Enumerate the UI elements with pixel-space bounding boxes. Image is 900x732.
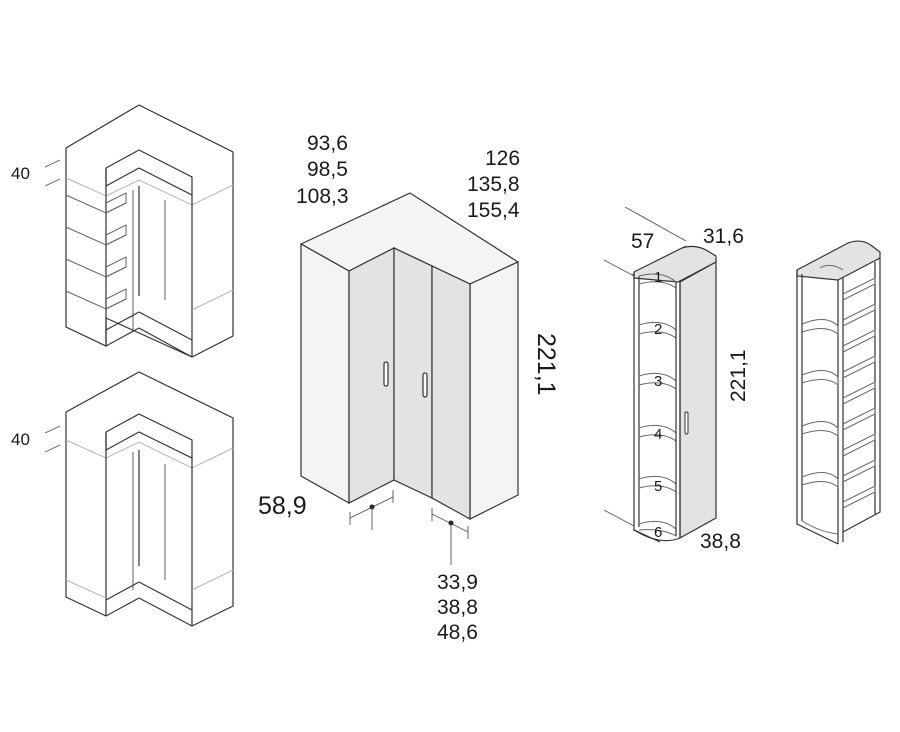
- end-unit-door: [679, 260, 717, 540]
- end-unit-numbered: [603, 206, 717, 543]
- shelf-number-5: 5: [654, 478, 662, 495]
- end-unit-width-top: 31,6: [703, 225, 744, 248]
- wardrobe-door-width-3: 48,6: [437, 621, 478, 644]
- shelf-number-1: 1: [654, 269, 662, 286]
- wardrobe-right-width-2: 135,8: [467, 173, 520, 196]
- end-unit-double-open: [796, 240, 881, 545]
- bottom-unit-depth-label: 40: [11, 430, 30, 449]
- wardrobe-right-width-3: 155,4: [467, 199, 520, 222]
- end-unit-depth: 57: [631, 230, 654, 253]
- wardrobe-left-width-1: 93,6: [307, 132, 348, 155]
- door-handle-left: [383, 361, 389, 387]
- shelf-number-2: 2: [654, 321, 662, 338]
- shelf-number-6: 6: [654, 524, 662, 541]
- wardrobe-door-right: [431, 265, 471, 521]
- wardrobe-height: 221,1: [532, 333, 560, 396]
- shelf-number-4: 4: [654, 426, 662, 443]
- end-unit-height: 221,1: [727, 349, 750, 402]
- wardrobe-right-width-1: 126: [485, 147, 520, 170]
- wardrobe-depth: 58,9: [258, 492, 307, 520]
- wardrobe-left-width-3: 108,3: [296, 185, 349, 208]
- open-corner-unit-top: [44, 104, 234, 358]
- door-handle-right: [422, 372, 428, 398]
- wardrobe-left-width-2: 98,5: [307, 158, 348, 181]
- wardrobe-door-width-1: 33,9: [437, 571, 478, 594]
- top-unit-depth-label: 40: [11, 164, 30, 183]
- corner-wardrobe: [299, 192, 520, 565]
- wardrobe-door-width-2: 38,8: [437, 596, 478, 619]
- shelf-number-3: 3: [654, 373, 662, 390]
- open-corner-unit-bottom: [44, 371, 234, 627]
- end-unit-width-bottom: 38,8: [700, 530, 741, 553]
